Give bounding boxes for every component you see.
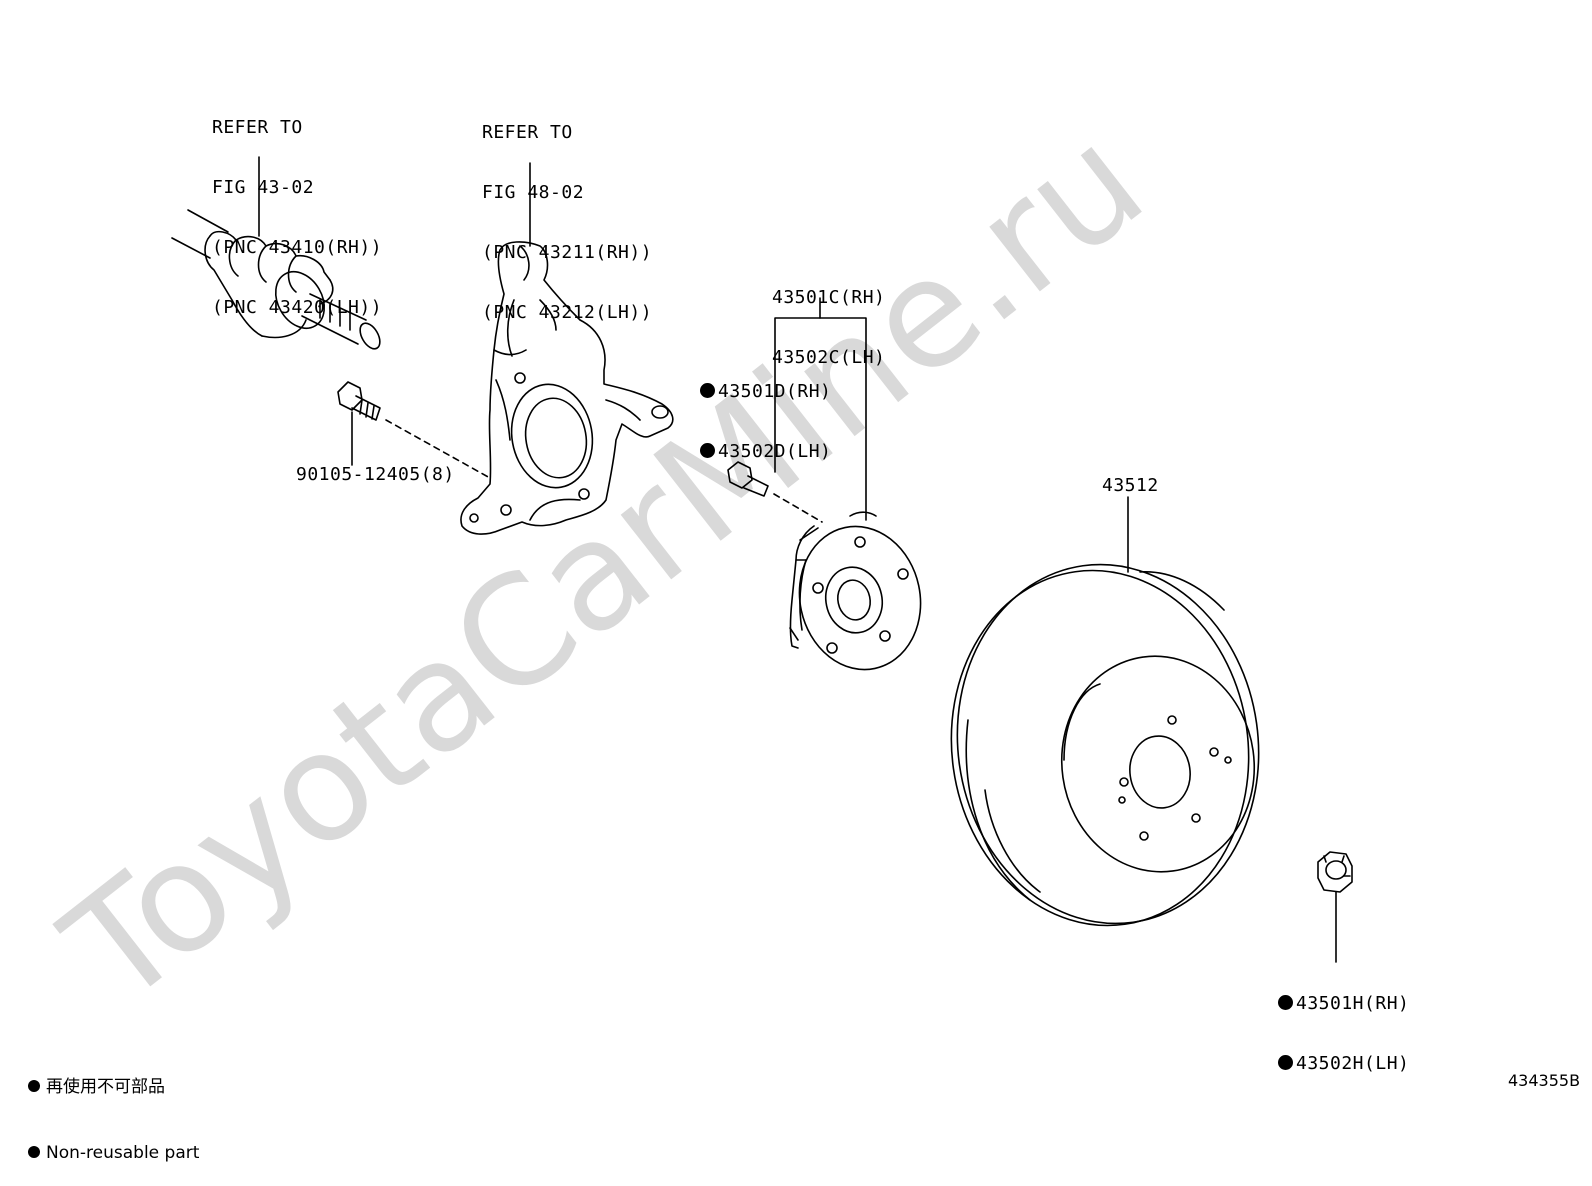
- driveshaft-callout: REFER TO FIG 43-02 (PNC 43410(RH)) (PNC …: [212, 78, 382, 338]
- hub-nut-icon: [1317, 851, 1353, 893]
- hub-bolt-label-line2: 43502D(LH): [718, 441, 832, 462]
- knuckle-callout-line2: FIG 48-02: [482, 182, 585, 203]
- knuckle-callout: REFER TO FIG 48-02 (PNC 43211(RH)) (PNC …: [482, 83, 652, 343]
- driveshaft-callout-line2: FIG 43-02: [212, 177, 315, 198]
- knuckle-callout-line1: REFER TO: [482, 122, 573, 143]
- hub-bolt-label: 43501D(RH) 43502D(LH): [700, 342, 831, 482]
- steering-knuckle-icon: [460, 241, 674, 535]
- hub-bolt-dash: [773, 493, 823, 523]
- knuckle-bolt-label: 90105-12405(8): [296, 464, 455, 485]
- nut-label-line1: 43501H(RH): [1296, 993, 1410, 1014]
- driveshaft-callout-line1: REFER TO: [212, 117, 303, 138]
- drive-shaft-icon: [171, 209, 381, 350]
- hub-bolt-label-line1: 43501D(RH): [718, 381, 832, 402]
- nut-label: 43501H(RH) 43502H(LH): [1278, 954, 1409, 1094]
- knuckle-callout-line4: (PNC 43212(LH)): [482, 302, 653, 323]
- hub-label-line1: 43501C(RH): [772, 287, 886, 308]
- legend: 再使用不可部品 Non-reusable part: [28, 1032, 199, 1186]
- non-reusable-dot-icon: [1278, 1055, 1293, 1070]
- nut-label-line2: 43502H(LH): [1296, 1053, 1410, 1074]
- driveshaft-callout-line4: (PNC 43420(LH)): [212, 297, 383, 318]
- figure-code: 434355B: [1508, 1071, 1581, 1090]
- legend-dot-icon: [28, 1080, 40, 1092]
- legend-dot-icon: [28, 1146, 40, 1158]
- legend-jp: 再使用不可部品: [46, 1077, 165, 1097]
- hub-label-line2: 43502C(LH): [772, 347, 886, 368]
- parts-diagram: [171, 156, 1353, 963]
- legend-en: Non-reusable part: [46, 1143, 200, 1163]
- knuckle-bolt-dash: [385, 419, 491, 479]
- non-reusable-dot-icon: [700, 383, 715, 398]
- knuckle-bolt-icon: [337, 381, 381, 421]
- driveshaft-callout-line3: (PNC 43410(RH)): [212, 237, 383, 258]
- hub-bolt-icon: [727, 461, 769, 497]
- brake-disc-icon: [950, 563, 1260, 927]
- disc-label: 43512: [1102, 475, 1159, 496]
- hub-label: 43501C(RH) 43502C(LH): [772, 248, 885, 388]
- knuckle-callout-line3: (PNC 43211(RH)): [482, 242, 653, 263]
- non-reusable-dot-icon: [700, 443, 715, 458]
- hub-bearing-icon: [789, 511, 922, 671]
- non-reusable-dot-icon: [1278, 995, 1293, 1010]
